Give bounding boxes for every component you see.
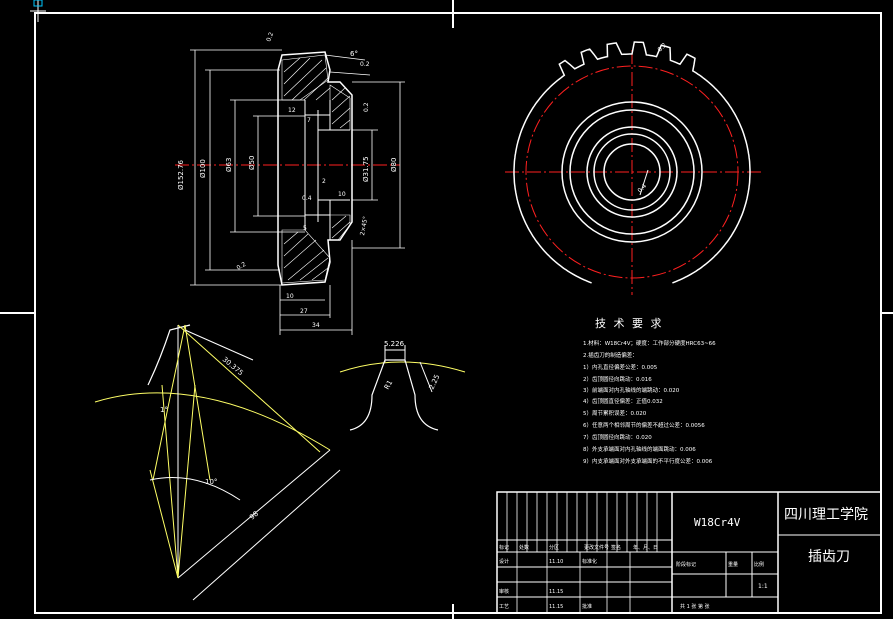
dim-dia-50: Ø50	[248, 156, 256, 170]
tooth-radius: R1	[383, 379, 395, 391]
tb-label: 阶段标记	[676, 561, 696, 568]
tech-item: 6）任意两个相邻周节的偏差不超过公差：0.0056	[583, 421, 705, 429]
tech-item: 3）前端面对内孔轴线的端跳动：0.020	[583, 386, 680, 394]
tech-item: 8）外支承端面对内孔轴线的端面跳动：0.006	[583, 445, 696, 453]
tb-label: 标记	[499, 544, 509, 551]
tech-item: 1.材料：W18Cr4V；硬度：工作部分硬度HRC63~66	[583, 339, 716, 347]
tb-signature: 11.15	[549, 589, 563, 595]
front-view: 0.4 0.2	[505, 41, 762, 295]
tb-label: 更改文件号	[584, 544, 609, 551]
tb-signature: 11.10	[549, 559, 563, 565]
dim-98: 98	[248, 510, 260, 522]
dim-dia-80: Ø80	[390, 158, 398, 172]
dim-5: 5	[303, 225, 307, 232]
dim-ra-bore: 0.4	[302, 195, 312, 202]
dim-7: 7	[307, 117, 311, 124]
tooth-top-width: 5.226	[384, 340, 405, 348]
section-view: Ø152.76 Ø100 Ø63 Ø50 Ø31.75 Ø80 6° 0.2 0…	[175, 31, 405, 335]
tb-label: 年、月、日	[633, 544, 658, 551]
tb-label: 处数	[519, 544, 529, 551]
dim-outer-dia: Ø152.76	[177, 159, 185, 190]
dim-12: 12	[288, 107, 296, 114]
dim-10: 10	[286, 293, 294, 300]
cursor-box-icon	[33, 0, 43, 7]
tech-item: 5）周节累积误差：0.020	[583, 409, 647, 417]
dim-angle-6: 6°	[350, 50, 358, 58]
tech-item: 2）齿顶圆径向跳动：0.016	[583, 375, 652, 383]
outer-frame	[34, 12, 882, 614]
tb-label: 标准化	[582, 558, 597, 565]
tb-label: 设计	[499, 558, 509, 565]
tech-item: 9）内支承端面对外支承端面的不平行度公差：0.006	[583, 457, 713, 465]
tooth-profile: 5.226 2.25 R1	[339, 340, 466, 431]
school-name: 四川理工学院	[784, 507, 868, 523]
ra-gear-top: 0.2	[656, 42, 668, 54]
dim-dia-63: Ø63	[225, 158, 233, 172]
tb-label: 比例	[754, 561, 764, 568]
part-name: 插齿刀	[808, 549, 850, 565]
dim-27: 27	[300, 308, 308, 315]
corner-cursor-icon	[30, 0, 46, 22]
tb-signature: 11.15	[549, 604, 563, 610]
tb-label: 审核	[499, 588, 509, 595]
dim-dia-100: Ø100	[199, 159, 207, 178]
tech-requirements: 技 术 要 求 1.材料：W18Cr4V；硬度：工作部分硬度HRC63~66 2…	[583, 317, 716, 465]
tb-label: 分区	[549, 544, 559, 551]
dim-2: 2	[322, 178, 326, 185]
tb-label: 签名	[611, 544, 621, 551]
ra-top-right: 0.2	[360, 61, 370, 68]
tech-item: 2.插齿刀的制造偏差：	[583, 351, 638, 359]
dim-chamfer: 2×45°	[359, 216, 369, 236]
tooth-height: 2.25	[428, 373, 442, 391]
ra-center: 0.4	[636, 183, 648, 195]
tech-item: 1）内孔直径偏差公差：0.005	[583, 363, 658, 371]
dim-34: 34	[312, 322, 320, 329]
material-label: W18Cr4V	[694, 516, 741, 529]
tech-title: 技 术 要 求	[595, 317, 664, 330]
title-block: W18Cr4V 四川理工学院 插齿刀 1:1 标记 处数 分区 更改文件号 签名…	[496, 491, 882, 614]
dim-bore: Ø31.75	[362, 156, 370, 182]
ra-left: 0.2	[236, 261, 248, 272]
tb-label: 共 1 张 第 张	[680, 603, 710, 610]
tb-label: 批准	[582, 603, 592, 610]
angle-1deg: 1°	[160, 406, 168, 414]
scale-value: 1:1	[758, 583, 768, 590]
ra-top: 0.2	[265, 31, 275, 43]
tech-item: 4）齿顶圆直径偏差：正值0.032	[583, 397, 663, 405]
angle-10deg: 10°	[205, 478, 217, 486]
tb-label: 工艺	[499, 604, 509, 610]
tech-item: 7）齿顶圆径向跳动：0.020	[583, 433, 652, 441]
dim-10b: 10	[338, 191, 346, 198]
geometry-view: 1° 10° 30.375 98	[94, 324, 341, 601]
ra-right: 0.2	[363, 102, 370, 112]
tb-label: 重量	[728, 561, 738, 568]
